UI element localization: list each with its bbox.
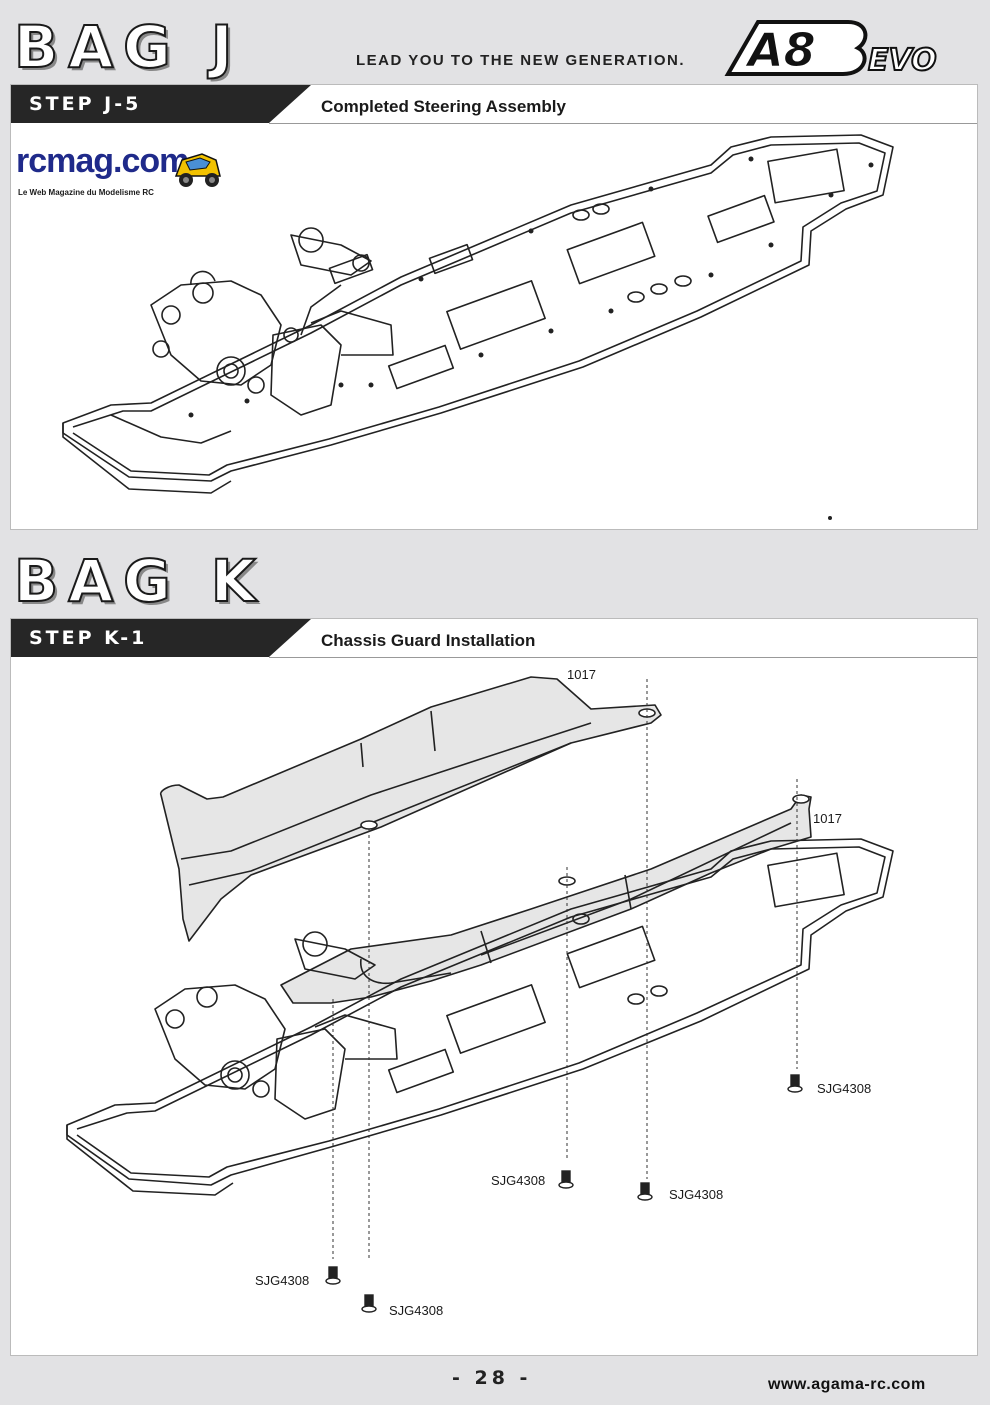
part-label-screw-mid-right: SJG4308 xyxy=(669,1187,724,1202)
step-j5-panel: STEP J-5 Completed Steering Assembly xyxy=(10,84,978,530)
rc-car-icon xyxy=(174,153,221,187)
part-label-guard-right: 1017 xyxy=(813,811,842,826)
watermark-subtitle: Le Web Magazine du Modelisme RC xyxy=(18,188,154,197)
tagline: LEAD YOU TO THE NEW GENERATION. xyxy=(356,52,686,69)
screw-mid-left-icon xyxy=(558,1170,574,1189)
step-tab xyxy=(11,619,311,657)
chassis-guard-installation-drawing xyxy=(66,676,894,1313)
step-k1-label: STEP K-1 xyxy=(29,627,148,649)
step-k1-panel: STEP K-1 Chassis Guard Installation xyxy=(10,618,978,1356)
website-url[interactable]: www.agama-rc.com xyxy=(768,1376,926,1393)
a8-evo-logo: A8 EVO xyxy=(718,18,976,79)
part-label-guard-left: 1017 xyxy=(567,667,596,682)
step-divider xyxy=(269,657,977,658)
rcmag-watermark: rcmag.com Le Web Magazine du Modelisme R… xyxy=(16,142,224,200)
logo-text: A8 xyxy=(745,23,816,77)
screw-rear-icon xyxy=(787,1074,803,1093)
screw-front-upper-icon xyxy=(325,1266,341,1285)
logo-suffix: EVO xyxy=(868,43,937,78)
page-number: - 28 - xyxy=(452,1367,532,1389)
completed-steering-assembly-drawing xyxy=(62,134,894,494)
step-j5-label: STEP J-5 xyxy=(29,93,142,115)
part-label-screw-front-lower: SJG4308 xyxy=(389,1303,444,1318)
step-tab xyxy=(11,85,311,123)
part-label-screw-rear: SJG4308 xyxy=(817,1081,872,1096)
watermark-text: rcmag.com xyxy=(16,142,189,180)
screw-front-lower-icon xyxy=(361,1294,377,1313)
part-label-screw-front-upper: SJG4308 xyxy=(255,1273,310,1288)
bag-j-heading: BAG J xyxy=(13,13,243,81)
step-k1-title: Chassis Guard Installation xyxy=(321,631,536,650)
step-divider xyxy=(269,123,977,124)
page-mark xyxy=(828,516,832,520)
bag-k-heading: BAG K xyxy=(13,547,266,615)
step-j5-title: Completed Steering Assembly xyxy=(321,97,566,116)
part-label-screw-mid-left: SJG4308 xyxy=(491,1173,546,1188)
screw-mid-right-icon xyxy=(637,1182,653,1201)
